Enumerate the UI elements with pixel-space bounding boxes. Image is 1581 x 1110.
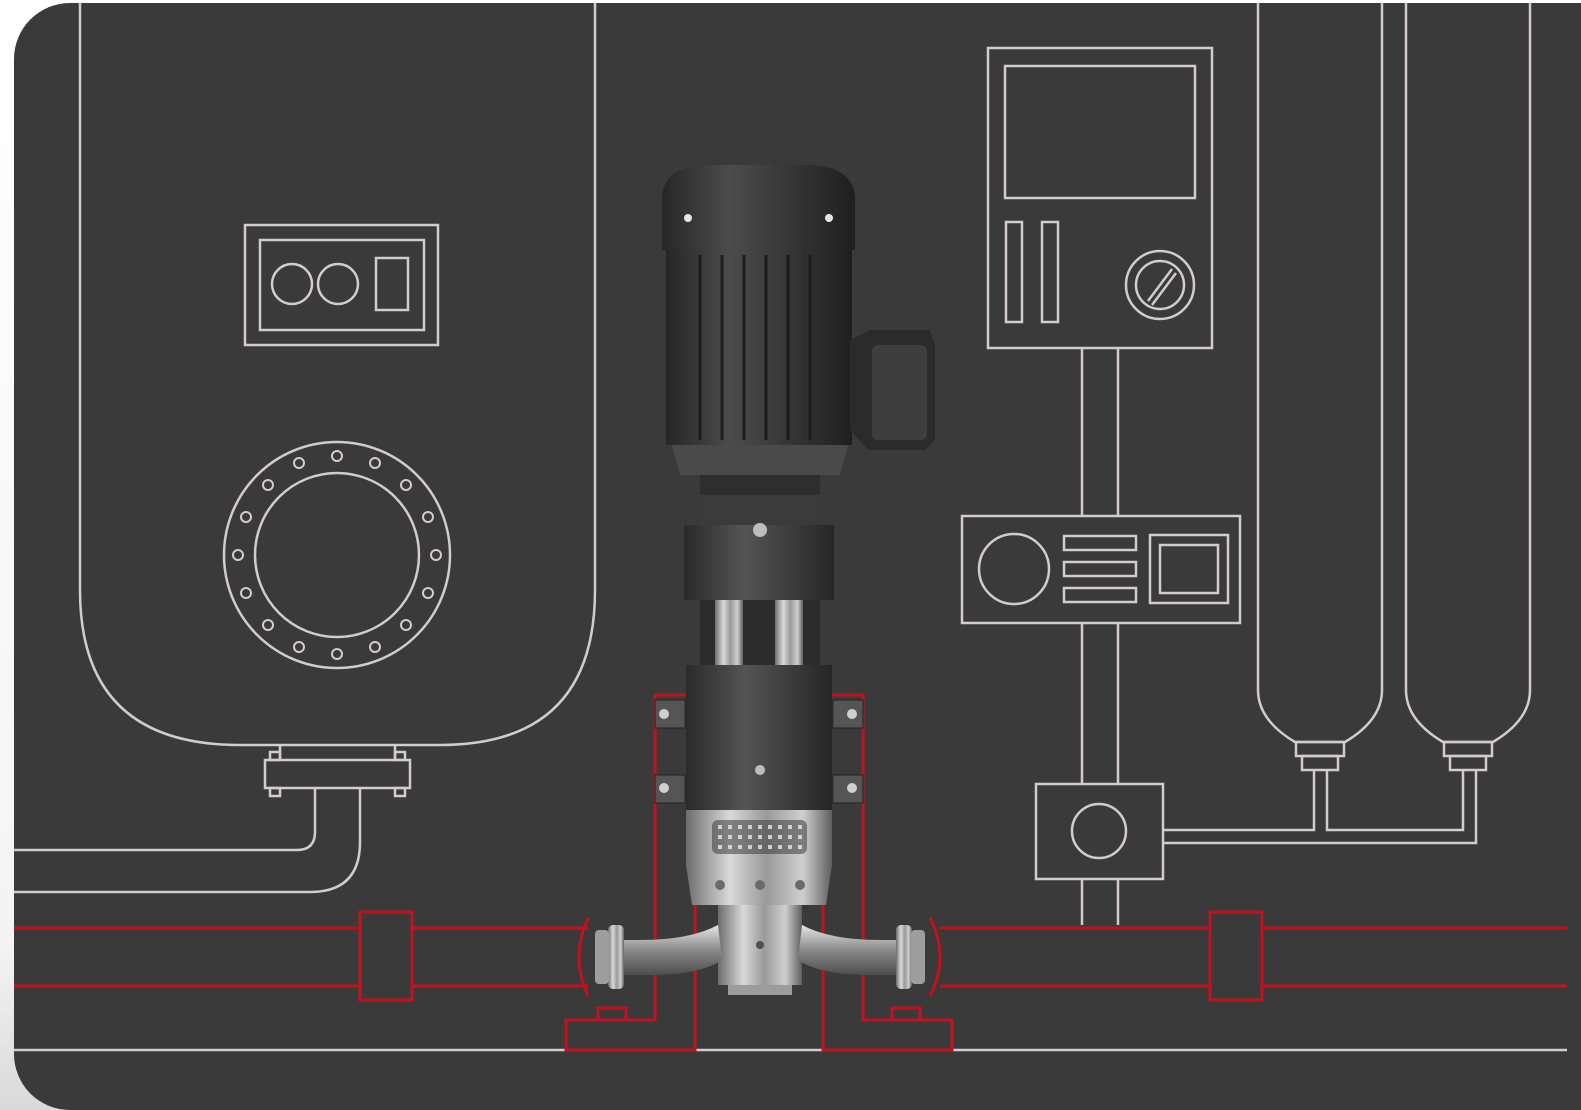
control-display-icon xyxy=(1003,64,1197,200)
motor-icon xyxy=(662,165,935,495)
pipe-coupling-icon xyxy=(1208,910,1264,1002)
expansion-vessel-icon xyxy=(1256,3,1532,772)
highlighted-pipework xyxy=(14,693,1567,1052)
indicator-panel-icon xyxy=(243,223,440,347)
pump-installation-diagram xyxy=(14,3,1567,1052)
terminal-box-icon xyxy=(850,330,935,450)
vertical-multistage-pump-icon xyxy=(595,165,935,995)
valve-icon xyxy=(263,745,412,798)
control-cabinet-icon xyxy=(960,46,1478,925)
pressure-tank-icon xyxy=(14,3,597,894)
selector-knob-icon xyxy=(1124,249,1196,321)
flange-porthole-icon xyxy=(222,440,452,670)
junction-box-icon xyxy=(1034,782,1165,881)
pipe-coupling-icon xyxy=(358,910,414,1002)
diagram-panel xyxy=(14,3,1581,1110)
